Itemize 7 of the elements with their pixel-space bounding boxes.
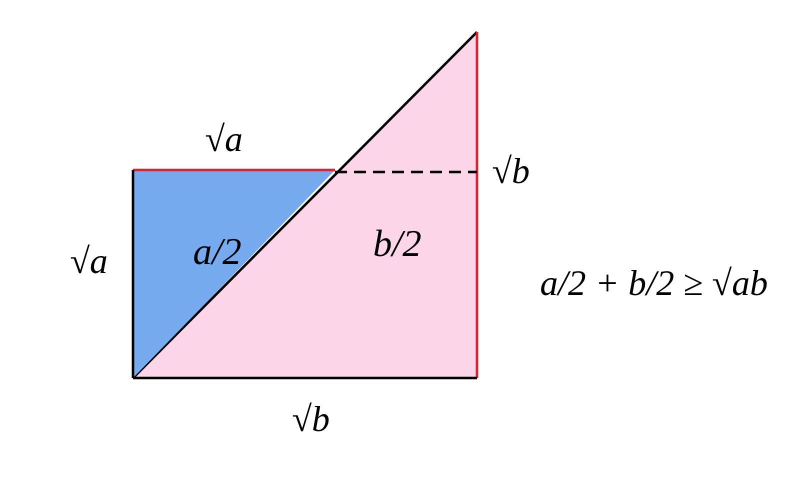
side-length-label: √b [292, 398, 330, 440]
fraction-label: a/2 [193, 230, 242, 274]
fraction-label: b/2 [373, 222, 422, 266]
inequality-formula: a/2 + b/2 ≥ √ab [540, 262, 768, 304]
side-length-label: √b [492, 150, 530, 192]
side-length-label: √a [70, 240, 108, 282]
side-length-label: √a [205, 118, 243, 160]
